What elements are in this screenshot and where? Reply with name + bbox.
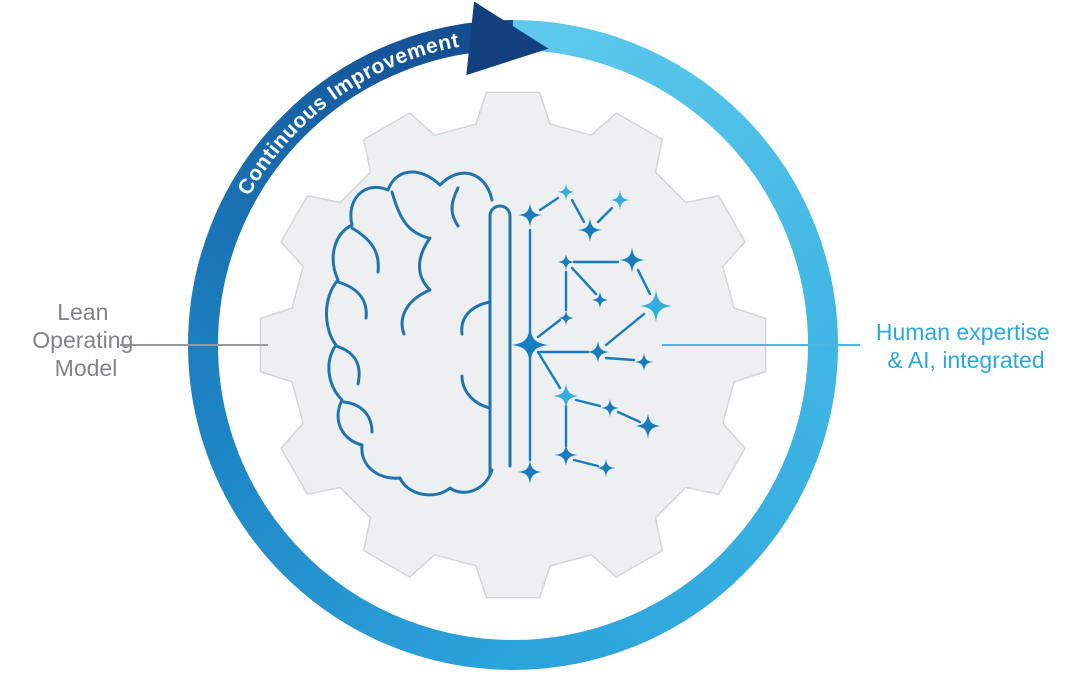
brain-fold (342, 400, 374, 434)
network-connectors (528, 196, 652, 468)
brain-fold (350, 226, 380, 274)
network-line (616, 410, 642, 424)
brain-fold (460, 300, 492, 336)
ring-arc-top-right (512, 20, 838, 346)
network-line (570, 198, 586, 224)
network-line (536, 350, 562, 390)
network-line (574, 398, 602, 408)
network-line (604, 356, 636, 362)
brain-icon (325, 170, 512, 497)
network-line (570, 266, 598, 296)
ring-arc-bottom-right (512, 344, 838, 670)
brain-fold (460, 374, 492, 410)
brain-fold (450, 186, 460, 228)
network-line (538, 196, 560, 212)
ring-arc-bottom-left (188, 344, 514, 670)
left-label-line: Operating (32, 327, 133, 353)
right-label-line: & AI, integrated (887, 347, 1044, 373)
right-label-line: Human expertise (876, 319, 1050, 345)
brain-spine (488, 204, 512, 476)
brain-fold (400, 236, 432, 336)
network-line (636, 268, 652, 296)
left-label: Lean Operating Model (32, 299, 139, 381)
brain-fold (390, 190, 430, 240)
left-label-line: Model (55, 355, 118, 381)
continuous-improvement-ring (188, 20, 838, 670)
network-line (604, 312, 646, 347)
network-line (596, 206, 614, 224)
right-label: Human expertise & AI, integrated (876, 319, 1056, 373)
network-line (536, 318, 562, 339)
network-line (572, 458, 600, 468)
left-label-line: Lean (57, 299, 108, 325)
brain-fold (334, 344, 361, 386)
ring-arrow-icon (466, 1, 549, 76)
ring-arc-top-left (188, 20, 514, 346)
ai-network-icon (511, 183, 673, 484)
brain-fold (336, 280, 368, 320)
